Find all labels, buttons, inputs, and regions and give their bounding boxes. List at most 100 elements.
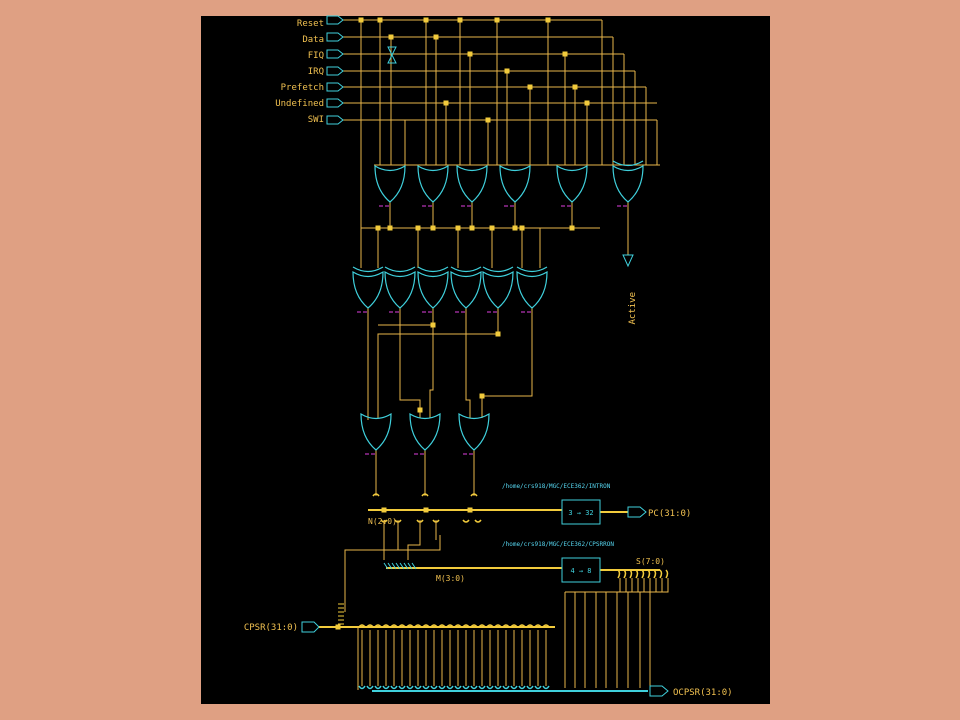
m-bus-ripper bbox=[383, 562, 389, 570]
ocpsr-fan-ripper bbox=[422, 685, 430, 690]
junction-dot bbox=[512, 225, 518, 231]
cpsr-fan-ripper bbox=[510, 624, 518, 628]
junction-dot bbox=[494, 17, 500, 23]
ocpsr-fan-ripper bbox=[526, 685, 534, 690]
or-gate-row1-4 bbox=[499, 164, 531, 203]
or-gate-row1-3 bbox=[456, 164, 488, 203]
cpsrron-block-path: /home/crs918/MGC/ECE362/CPSRRON bbox=[502, 541, 614, 548]
ocpsr-fan-ripper bbox=[510, 685, 518, 690]
cpsr-fan-ripper bbox=[502, 624, 510, 628]
or-gate-row3-3 bbox=[458, 412, 490, 451]
cpsr-fan-ripper bbox=[414, 624, 422, 628]
junction-dot bbox=[545, 17, 551, 23]
bus-ripper bbox=[421, 493, 429, 497]
xor-gate-row2-3-xor-curve bbox=[417, 266, 449, 273]
junction-dot bbox=[584, 100, 590, 106]
xor-gate-row2-5-xor-curve bbox=[482, 266, 514, 273]
xor-gate-row2-4 bbox=[450, 270, 482, 309]
active-output-label: Active bbox=[628, 292, 638, 325]
cpsr-fan-ripper bbox=[438, 624, 446, 628]
m-bus-feed bbox=[407, 520, 421, 560]
cpsr-fan-ripper bbox=[486, 624, 494, 628]
s-bus-ripper bbox=[659, 569, 663, 579]
m-bus-label: M(3:0) bbox=[436, 574, 465, 583]
junction-dot bbox=[504, 68, 510, 74]
ocpsr-fan-ripper bbox=[374, 685, 382, 690]
ocpsr-fan-ripper bbox=[534, 685, 542, 690]
junction-dot bbox=[423, 17, 429, 23]
ocpsr-fan-ripper bbox=[382, 685, 390, 690]
input-label-reset: Reset bbox=[297, 19, 324, 29]
inverter-symbol bbox=[387, 53, 397, 64]
ocpsr-fan-ripper bbox=[366, 685, 374, 690]
junction-dot bbox=[388, 34, 394, 40]
junction-dot bbox=[457, 17, 463, 23]
junction-dot bbox=[572, 84, 578, 90]
cpsr-fan-ripper bbox=[470, 624, 478, 628]
or-gate-row1-2 bbox=[417, 164, 449, 203]
junction-dot bbox=[417, 407, 423, 413]
xor-gate-row2-2 bbox=[384, 270, 416, 309]
s-bus-ripper bbox=[617, 569, 621, 579]
ocpsr-port-label: OCPSR(31:0) bbox=[673, 688, 733, 698]
ocpsr-fan-ripper bbox=[470, 685, 478, 690]
stage3-wire bbox=[465, 308, 471, 418]
cpsr-fan-ripper bbox=[382, 624, 390, 628]
cpsr-fan-ripper bbox=[462, 624, 470, 628]
m-bus-ripper bbox=[399, 562, 405, 570]
wire-layer bbox=[319, 19, 669, 692]
junction-dot bbox=[562, 51, 568, 57]
s-bus-ripper bbox=[647, 569, 651, 579]
intron-block-text: 3 → 32 bbox=[568, 509, 593, 517]
input-port-arrow bbox=[326, 15, 344, 25]
junction-dot bbox=[381, 507, 387, 513]
m-bus-ripper bbox=[403, 562, 409, 570]
s-bus-ripper bbox=[629, 569, 633, 579]
input-label-irq: IRQ bbox=[308, 67, 324, 77]
or-gate-row3-1 bbox=[360, 412, 392, 451]
junction-dot bbox=[430, 225, 436, 231]
cpsrron-block-text: 4 → 8 bbox=[570, 567, 591, 575]
ocpsr-fan-ripper bbox=[478, 685, 486, 690]
s-bus-ripper bbox=[653, 569, 657, 579]
junction-dot bbox=[519, 225, 525, 231]
pc-port-label: PC(31:0) bbox=[648, 509, 691, 519]
junction-dot bbox=[443, 100, 449, 106]
ocpsr-port-arrow bbox=[649, 685, 669, 697]
s-bus-label: S(7:0) bbox=[636, 557, 665, 566]
cpsr-fan-ripper bbox=[526, 624, 534, 628]
input-port-arrow bbox=[326, 32, 344, 42]
gate-layer bbox=[301, 15, 669, 697]
m-bus-ripper bbox=[387, 562, 393, 570]
junction-dot bbox=[415, 225, 421, 231]
input-label-swi: SWI bbox=[308, 115, 324, 125]
junction-dot bbox=[423, 507, 429, 513]
junction-dot bbox=[479, 393, 485, 399]
cpsr-fan-ripper bbox=[534, 624, 542, 628]
junction-dot bbox=[430, 322, 436, 328]
pc-port-arrow bbox=[627, 506, 647, 518]
junction-dot bbox=[433, 34, 439, 40]
junction-dot bbox=[358, 17, 364, 23]
stage3-wire bbox=[377, 308, 499, 418]
cpsr-fan-ripper bbox=[542, 624, 550, 628]
junction-dot bbox=[335, 624, 341, 630]
ocpsr-fan-ripper bbox=[438, 685, 446, 690]
input-label-data: Data bbox=[302, 35, 324, 45]
cpsr-fan-ripper bbox=[374, 624, 382, 628]
input-port-arrow bbox=[326, 82, 344, 92]
junction-dot bbox=[455, 225, 461, 231]
input-port-arrow bbox=[326, 66, 344, 76]
or-gate-row1-1 bbox=[374, 164, 406, 203]
ocpsr-fan-ripper bbox=[454, 685, 462, 690]
bus-ripper bbox=[462, 519, 470, 523]
junction-dot bbox=[467, 507, 473, 513]
or-gate-row1-6-xor-curve bbox=[612, 160, 644, 167]
cpsr-fan-ripper bbox=[430, 624, 438, 628]
junction-dot bbox=[467, 51, 473, 57]
junction-dot bbox=[495, 331, 501, 337]
junction-dot bbox=[469, 225, 475, 231]
m-bus-feed bbox=[344, 549, 440, 555]
intron-block: 3 → 32 bbox=[561, 499, 601, 525]
cpsr-fan-ripper bbox=[494, 624, 502, 628]
